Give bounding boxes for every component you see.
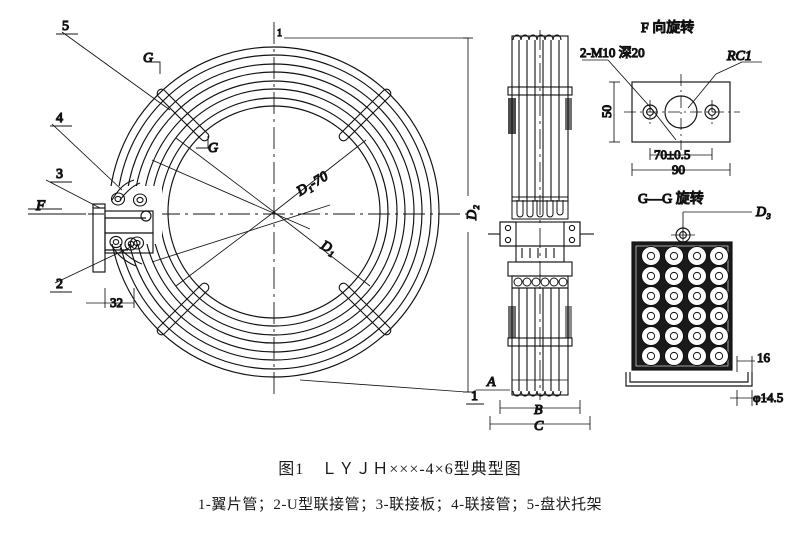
flange-centerlines <box>624 74 740 150</box>
connection-body-lower <box>104 232 154 254</box>
callout-1-bottom-label: 1 <box>471 389 478 404</box>
tube-row <box>641 346 729 366</box>
section-gg-labels: 16 φ14.5 <box>752 349 783 405</box>
callout-1-top-label: 1 <box>277 28 282 39</box>
figure-caption-title: 图1 ＬＹＪＨ×××-4×6型典型图 <box>278 461 522 478</box>
flange-detail-f: F 向旋转 2-M10 深20 RC1 50 70±0.5 90 <box>579 19 762 178</box>
leader-1-bottom <box>299 379 467 393</box>
plan-view-labels: 5 4 3 2 1 1 G G F 32 D₁-70 D₁ D₂ <box>34 18 484 405</box>
dimension-70-label: 70±0.5 <box>654 147 690 162</box>
note-2-m10-label: 2-M10 深20 <box>580 45 645 60</box>
leader-d1 <box>273 211 371 287</box>
leader-1-right-upper <box>151 159 311 230</box>
section-g-upper-label: G <box>143 51 153 66</box>
support-bracket-lower-right <box>338 282 392 336</box>
leader-1-right-lower <box>151 204 331 263</box>
dimension-d2-label: D₂ <box>465 205 480 221</box>
note-rc1-label: RC1 <box>726 49 752 64</box>
section-gg-title: G—G 旋转 <box>638 191 704 207</box>
dimension-32 <box>86 288 135 308</box>
support-bracket-lower-left <box>156 282 210 336</box>
view-arrow-f <box>28 208 86 215</box>
view-arrow-f-label: F <box>35 198 46 214</box>
dimension-d3-label: D₃ <box>755 205 771 220</box>
dimension-a-label: A <box>486 375 496 390</box>
bundle-base-channel <box>625 372 753 387</box>
u-bend-tubes <box>109 192 148 250</box>
leader-2 <box>54 245 134 284</box>
dimension-32-label: 32 <box>110 295 123 310</box>
section-g-upper-tick <box>150 61 161 74</box>
section-gg-view: G—G 旋转 D₃ <box>625 190 784 406</box>
flange-detail-labels: F 向旋转 2-M10 深20 RC1 50 70±0.5 90 <box>579 19 752 177</box>
dimension-phi145-label: φ14.5 <box>753 390 783 405</box>
coil-plan-view: 5 4 3 2 1 1 G G F 32 D₁-70 D₁ D₂ <box>28 18 484 405</box>
section-g-lower-tick <box>196 136 209 149</box>
leader-d1-minus-70 <box>273 139 367 213</box>
dimension-90 <box>631 163 731 176</box>
callout-5-label: 5 <box>62 19 69 34</box>
dimension-d2 <box>463 37 473 393</box>
dimension-d1-label: D₁ <box>317 238 338 259</box>
section-g-lower-label: G <box>208 141 218 156</box>
callout-3-label: 3 <box>56 167 63 182</box>
elevation-labels: A B C <box>485 374 544 434</box>
elevation-connection-block <box>488 221 594 263</box>
support-brackets <box>156 88 392 336</box>
leader-5 <box>61 31 171 111</box>
callout-4-label: 4 <box>56 111 63 126</box>
leader-3 <box>45 179 101 209</box>
side-elevation-view: A B C <box>476 30 594 435</box>
callout-2-label: 2 <box>56 277 63 292</box>
section-g-marks <box>150 61 209 149</box>
detail-f-title: F 向旋转 <box>641 20 694 36</box>
tube-row <box>641 246 729 266</box>
tube-row <box>641 266 729 286</box>
tube-row <box>641 286 729 306</box>
plan-leader-lines <box>45 31 470 393</box>
coil-inlet-outlet-zone <box>104 179 162 267</box>
dimension-50-label: 50 <box>599 105 614 118</box>
dimension-d3 <box>682 211 752 234</box>
bundle-top-lug <box>671 226 695 244</box>
support-bracket-upper-left <box>156 88 210 142</box>
elevation-dimensions <box>476 375 591 430</box>
elevation-upper-bank <box>507 34 573 202</box>
dimension-16-label: 16 <box>757 350 771 365</box>
connector-port-lower <box>124 237 138 251</box>
dimension-70 <box>649 148 713 160</box>
tube-grid <box>641 246 729 366</box>
figure-caption-legend: 1-翼片管；2-U型联接管；3-联接板；4-联接管；5-盘状托架 <box>197 497 603 513</box>
connector-port-upper <box>140 210 152 222</box>
dimension-c-label: C <box>534 419 544 434</box>
dimension-b-label: B <box>534 403 543 418</box>
dimension-90-label: 90 <box>672 162 685 177</box>
connecting-plate-assembly <box>92 203 154 273</box>
dimension-d1-minus-70-label: D₁-70 <box>293 169 330 200</box>
dimension-50 <box>609 81 620 143</box>
support-bracket-upper-right <box>338 88 392 142</box>
tube-row <box>641 326 729 346</box>
plan-diameter-leaders <box>175 137 371 287</box>
bundle-foot-dimensions <box>730 356 768 406</box>
flange-leaders <box>582 59 762 141</box>
leader-4 <box>51 123 123 191</box>
upper-tie-plate <box>507 86 573 96</box>
tube-row <box>641 306 729 326</box>
coil-ring-4-inner <box>167 105 381 319</box>
